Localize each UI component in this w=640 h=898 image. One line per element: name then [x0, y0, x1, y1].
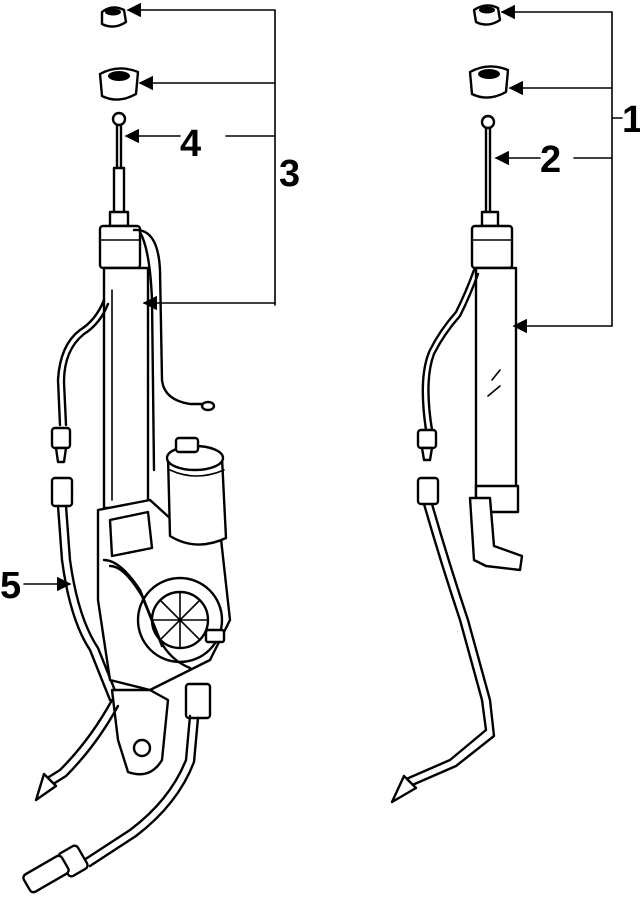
coax-lead	[22, 714, 200, 894]
lead-in-cable-right	[390, 476, 496, 804]
lead-in-cable	[50, 476, 120, 702]
callout-2: 2	[540, 139, 561, 181]
mast-nut-right	[472, 4, 502, 26]
callout-4: 4	[180, 123, 201, 165]
callout-leaders	[23, 2, 623, 592]
callout-3: 3	[279, 153, 300, 195]
motor	[165, 436, 228, 546]
antenna-mast-left	[108, 123, 130, 228]
lead-cable-right	[416, 268, 480, 462]
mast-tip-right	[480, 114, 496, 130]
lead-cable-left	[50, 298, 110, 464]
antenna-mast-right	[480, 126, 500, 228]
manual-antenna-assembly	[390, 4, 524, 804]
mast-nut-left	[100, 6, 128, 28]
bezel-left	[98, 67, 140, 101]
antenna-tube-right	[470, 224, 518, 500]
power-antenna-assembly	[22, 6, 232, 894]
callout-1: 1	[622, 99, 640, 141]
mounting-bracket-right	[468, 484, 524, 572]
mounting-bracket	[110, 682, 212, 776]
mast-tip-left	[111, 111, 127, 127]
bezel-right	[468, 65, 510, 99]
antenna-tube-left	[98, 224, 150, 510]
callout-5: 5	[0, 565, 21, 607]
